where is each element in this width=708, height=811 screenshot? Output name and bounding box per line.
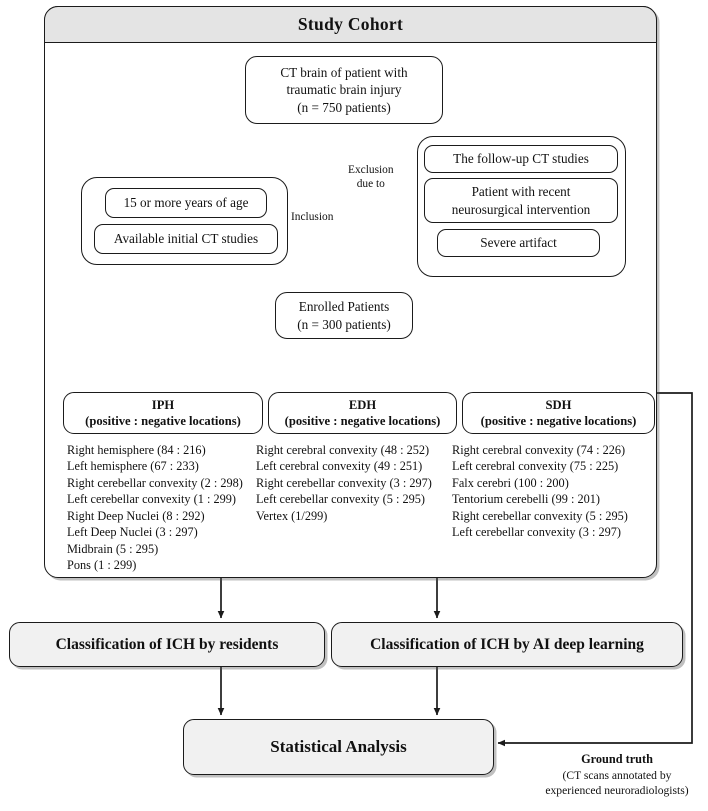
exclusion-criterion-followup: The follow-up CT studies xyxy=(424,145,618,173)
category-subtitle-iph: (positive : negative locations) xyxy=(85,414,241,428)
category-rows-iph: Right hemisphere (84 : 216) Left hemisphe… xyxy=(67,442,243,574)
category-row: Pons (1 : 299) xyxy=(67,558,137,573)
ground-truth-annotation: Ground truth (CT scans annotated by expe… xyxy=(526,752,708,798)
source-line-1: CT brain of patient with xyxy=(280,64,408,80)
exclusion-criterion-neurosurgical: Patient with recent neurosurgical interv… xyxy=(424,178,618,223)
category-row: Vertex (1/299) xyxy=(256,508,328,523)
exclusion-label-line-2: due to xyxy=(356,178,385,191)
category-header-iph: IPH (positive : negative locations) xyxy=(63,392,263,434)
category-name-sdh: SDH xyxy=(545,397,572,412)
inclusion-criterion-age: 15 or more years of age xyxy=(105,188,267,218)
inclusion-edge-label: Inclusion xyxy=(291,211,334,223)
category-row: Left cerebral convexity (75 : 225) xyxy=(452,459,619,474)
category-row: Tentorium cerebelli (99 : 201) xyxy=(452,492,601,507)
category-row: Left cerebral convexity (49 : 251) xyxy=(256,459,423,474)
category-row: Right cerebellar convexity (3 : 297) xyxy=(256,475,432,490)
study-cohort-title: Study Cohort xyxy=(44,6,657,43)
category-name-edh: EDH xyxy=(348,397,377,412)
exclusion-criterion-artifact: Severe artifact xyxy=(437,229,600,257)
category-row: Left cerebellar convexity (5 : 295) xyxy=(256,492,426,507)
ground-truth-line-1: (CT scans annotated by xyxy=(562,768,672,782)
source-line-3: (n = 750 patients) xyxy=(297,99,391,115)
ground-truth-title: Ground truth xyxy=(581,752,653,766)
category-row: Right cerebral convexity (74 : 226) xyxy=(452,443,626,457)
category-row: Left cerebellar convexity (1 : 299) xyxy=(67,492,237,507)
category-row: Right cerebral convexity (48 : 252) xyxy=(256,443,430,457)
category-row: Right hemisphere (84 : 216) xyxy=(67,443,206,457)
category-subtitle-sdh: (positive : negative locations) xyxy=(480,414,637,428)
inclusion-criterion-initial-ct: Available initial CT studies xyxy=(94,224,278,254)
enrolled-patients-box: Enrolled Patients (n = 300 patients) xyxy=(275,292,413,339)
category-row: Left Deep Nuclei (3 : 297) xyxy=(67,525,198,540)
classification-ai-box: Classification of ICH by AI deep learnin… xyxy=(331,622,683,667)
exclusion-edge-label: Exclusion due to xyxy=(348,163,394,192)
exclusion-label-line-1: Exclusion xyxy=(348,164,394,176)
source-line-2: traumatic brain injury xyxy=(286,82,402,98)
category-rows-edh: Right cerebral convexity (48 : 252) Left … xyxy=(256,442,432,524)
category-subtitle-edh: (positive : negative locations) xyxy=(284,414,441,428)
category-rows-sdh: Right cerebral convexity (74 : 226) Left … xyxy=(452,442,628,541)
classification-residents-box: Classification of ICH by residents xyxy=(9,622,325,667)
category-name-iph: IPH xyxy=(151,397,175,412)
statistical-analysis-box: Statistical Analysis xyxy=(183,719,494,775)
category-row: Right Deep Nuclei (8 : 292) xyxy=(67,508,205,523)
enrolled-line-2: (n = 300 patients) xyxy=(297,316,391,332)
category-row: Right cerebellar convexity (2 : 298) xyxy=(67,475,243,490)
category-row: Left cerebellar convexity (3 : 297) xyxy=(452,525,622,540)
category-row: Falx cerebri (100 : 200) xyxy=(452,475,569,490)
category-row: Left hemisphere (67 : 233) xyxy=(67,459,199,474)
category-header-edh: EDH (positive : negative locations) xyxy=(268,392,457,434)
exclusion-neurosurgical-line-1: Patient with recent xyxy=(471,184,571,200)
source-population-box: CT brain of patient with traumatic brain… xyxy=(245,56,443,124)
category-header-sdh: SDH (positive : negative locations) xyxy=(462,392,655,434)
category-row: Right cerebellar convexity (5 : 295) xyxy=(452,508,628,523)
enrolled-line-1: Enrolled Patients xyxy=(298,298,390,314)
category-row: Midbrain (5 : 295) xyxy=(67,541,159,556)
exclusion-neurosurgical-line-2: neurosurgical intervention xyxy=(451,201,591,217)
ground-truth-line-2: experienced neuroradiologists) xyxy=(545,784,689,798)
